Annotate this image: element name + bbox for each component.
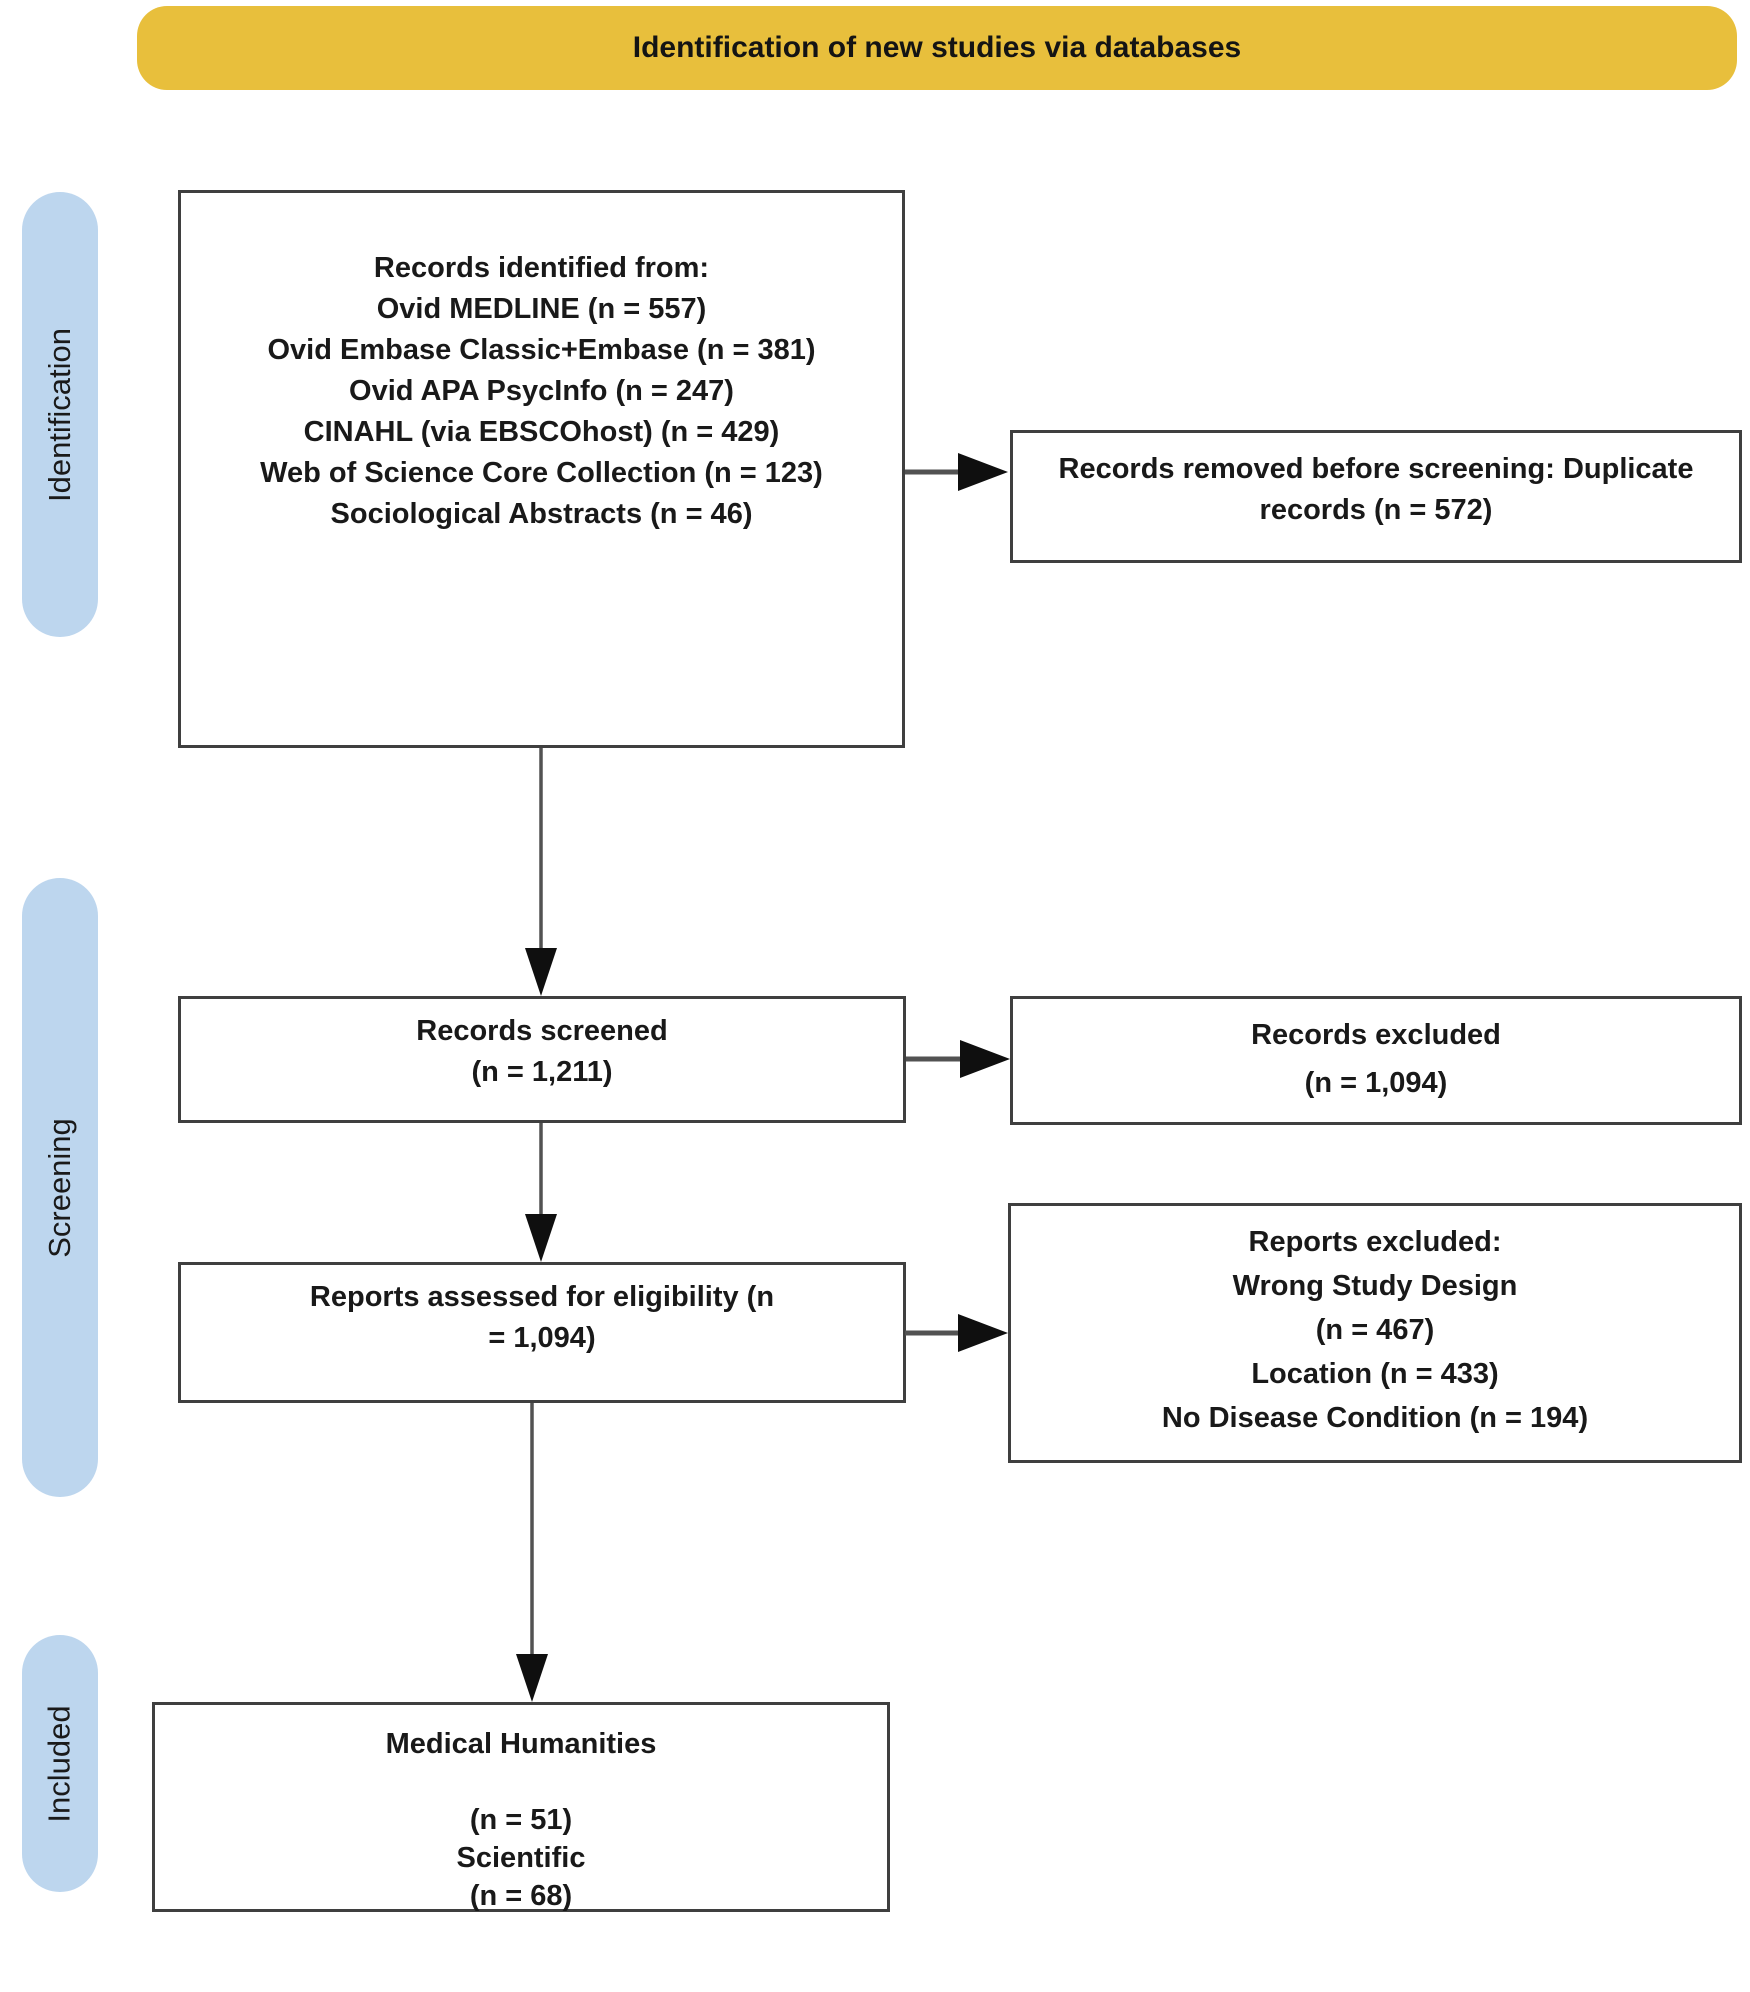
- text-line: Records identified from:: [373, 252, 710, 284]
- text-line: (n = 467): [1315, 1314, 1435, 1346]
- stage-label-identification: Identification: [22, 192, 98, 637]
- arrow-screened-to-excluded: [906, 1040, 1010, 1078]
- arrow-assessed-to-reports-excluded: [905, 1314, 1008, 1352]
- text-line: No Disease Condition (n = 194): [1161, 1402, 1589, 1434]
- box-records-removed-before-screening: Records removed before screening: Duplic…: [1010, 430, 1742, 563]
- text-line: Medical Humanities: [385, 1728, 657, 1760]
- text-line: Reports assessed for eligibility (n: [309, 1281, 775, 1313]
- text-line: (n = 51): [469, 1804, 573, 1836]
- title-banner-label: Identification of new studies via databa…: [632, 31, 1242, 64]
- box-included-studies: Medical Humanities (n = 51) Scientific (…: [152, 1702, 890, 1912]
- stage-label-screening-text: Screening: [42, 1117, 77, 1258]
- box-records-excluded: Records excluded (n = 1,094): [1010, 996, 1742, 1125]
- text-line: Scientific: [456, 1842, 586, 1874]
- text-line: Reports excluded:: [1248, 1226, 1502, 1258]
- arrow-assessed-to-included: [516, 1403, 548, 1702]
- text-line: records (n = 572): [1259, 494, 1493, 526]
- stage-label-identification-text: Identification: [42, 327, 77, 502]
- text-line: Ovid Embase Classic+Embase (n = 381): [267, 334, 816, 366]
- text-line: Web of Science Core Collection (n = 123): [260, 457, 823, 489]
- text-line: Wrong Study Design: [1232, 1270, 1518, 1302]
- stage-label-included-text: Included: [42, 1704, 77, 1823]
- text-line: Ovid MEDLINE (n = 557): [376, 293, 707, 325]
- stage-label-included: Included: [22, 1635, 98, 1892]
- text-line: Records removed before screening: Duplic…: [1058, 453, 1694, 485]
- box-records-screened: Records screened (n = 1,211): [178, 996, 906, 1123]
- arrow-screened-to-assessed: [525, 1123, 557, 1262]
- text-line: Location (n = 433): [1251, 1358, 1499, 1390]
- text-line: (n = 1,094): [1304, 1067, 1448, 1099]
- arrow-identified-to-removed: [905, 453, 1008, 491]
- title-banner: Identification of new studies via databa…: [137, 6, 1737, 90]
- box-records-identified: Records identified from: Ovid MEDLINE (n…: [178, 190, 905, 748]
- text-line: = 1,094): [488, 1322, 596, 1354]
- text-line: Records screened: [416, 1015, 668, 1047]
- text-line: (n = 68): [469, 1880, 573, 1912]
- arrow-identified-to-screened: [525, 748, 557, 996]
- text-line: Ovid APA PsycInfo (n = 247): [349, 375, 734, 407]
- text-line: Records excluded: [1251, 1019, 1501, 1051]
- text-line: Sociological Abstracts (n = 46): [330, 498, 753, 530]
- text-line: CINAHL (via EBSCOhost) (n = 429): [303, 416, 780, 448]
- box-reports-assessed-for-eligibility: Reports assessed for eligibility (n = 1,…: [178, 1262, 906, 1403]
- text-line: [155, 1763, 887, 1801]
- stage-label-screening: Screening: [22, 878, 98, 1497]
- text-line: (n = 1,211): [471, 1056, 613, 1088]
- box-reports-excluded: Reports excluded: Wrong Study Design (n …: [1008, 1203, 1742, 1463]
